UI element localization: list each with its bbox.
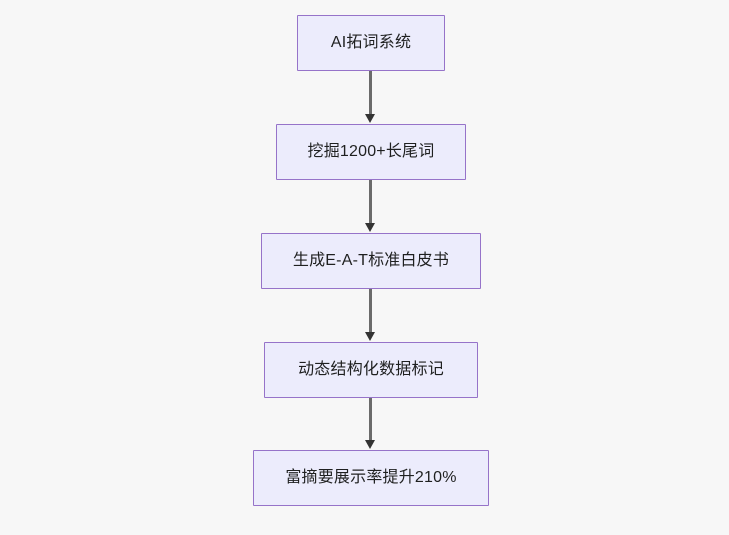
flow-node-label: 动态结构化数据标记 — [298, 361, 444, 378]
flow-node-label: 富摘要展示率提升210% — [285, 469, 457, 486]
flow-node-rich-snippet-impression-lift[interactable]: 富摘要展示率提升210% — [253, 450, 489, 506]
flow-node-dynamic-structured-data-markup[interactable]: 动态结构化数据标记 — [264, 342, 478, 398]
flow-node-label: 生成E-A-T标准白皮书 — [292, 252, 450, 269]
edge-n4-n5-line — [369, 398, 372, 441]
edge-n1-n2-line — [369, 71, 372, 115]
flow-node-label: 挖掘1200+长尾词 — [307, 143, 435, 160]
edge-n4-n5-arrowhead — [365, 440, 375, 449]
flow-node-ai-keyword-system[interactable]: AI拓词系统 — [297, 15, 445, 71]
edge-n2-n3-line — [369, 180, 372, 224]
edge-n3-n4-arrowhead — [365, 332, 375, 341]
flow-node-mine-longtail-keywords[interactable]: 挖掘1200+长尾词 — [276, 124, 466, 180]
edge-n1-n2-arrowhead — [365, 114, 375, 123]
edge-n2-n3-arrowhead — [365, 223, 375, 232]
flow-node-label: AI拓词系统 — [330, 34, 412, 51]
flow-node-generate-eat-whitepaper[interactable]: 生成E-A-T标准白皮书 — [261, 233, 481, 289]
edge-n3-n4-line — [369, 289, 372, 333]
